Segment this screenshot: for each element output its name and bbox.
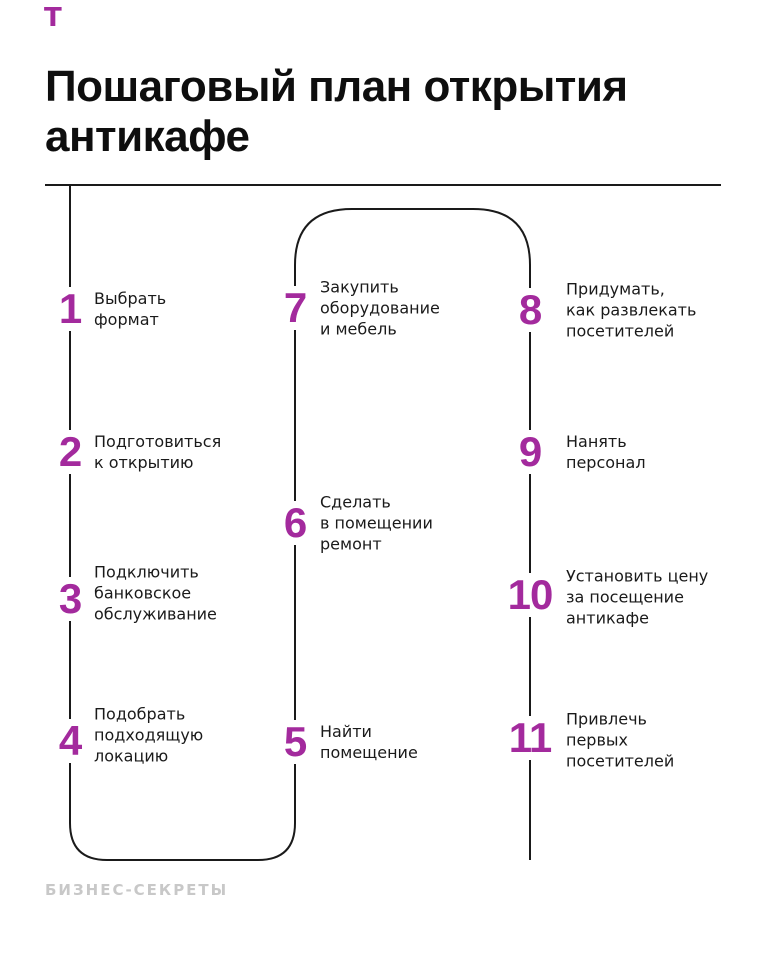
step-number: 8 bbox=[515, 288, 545, 332]
header-divider bbox=[45, 184, 721, 186]
step-number: 11 bbox=[505, 716, 555, 760]
step-number: 6 bbox=[280, 501, 310, 545]
step-label: Придумать, как развлекать посетителей bbox=[566, 279, 697, 341]
step-label: Привлечь первых посетителей bbox=[566, 709, 675, 771]
page-title: Пошаговый план открытия антикафе bbox=[45, 62, 628, 161]
step-label: Выбрать формат bbox=[94, 289, 167, 329]
step-label: Закупить оборудование и мебель bbox=[320, 277, 440, 339]
step-number: 10 bbox=[504, 573, 556, 617]
step-label: Установить цену за посещение антикафе bbox=[566, 566, 709, 628]
step-number: 9 bbox=[515, 430, 545, 474]
step-label: Найти помещение bbox=[320, 722, 418, 762]
step-number: 3 bbox=[55, 577, 85, 621]
step-label: Подобрать подходящую локацию bbox=[94, 704, 204, 766]
step-label: Подготовиться к открытию bbox=[94, 432, 222, 472]
step-label: Сделать в помещении ремонт bbox=[320, 492, 433, 554]
brand-logo-icon: Т bbox=[44, 3, 62, 33]
step-label: Подключить банковское обслуживание bbox=[94, 562, 217, 624]
step-number: 5 bbox=[280, 720, 310, 764]
step-number: 4 bbox=[55, 719, 85, 763]
step-number: 1 bbox=[55, 287, 85, 331]
step-number: 2 bbox=[55, 430, 85, 474]
step-label: Нанять персонал bbox=[566, 432, 646, 472]
footer-brand: БИЗНЕС-СЕКРЕТЫ bbox=[45, 881, 229, 899]
step-number: 7 bbox=[280, 286, 310, 330]
